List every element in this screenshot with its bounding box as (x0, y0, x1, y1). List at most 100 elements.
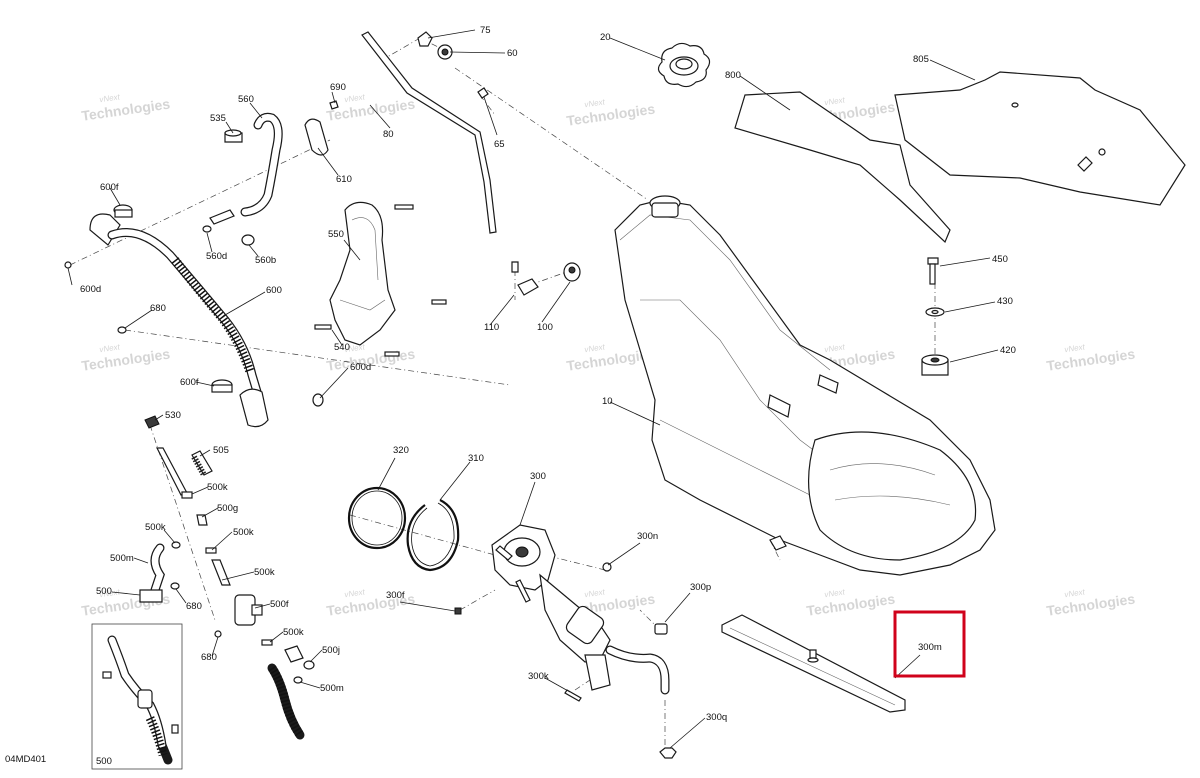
part-100-cap (563, 262, 581, 282)
svg-text:vNext: vNext (344, 342, 366, 354)
svg-text:Technologies: Technologies (805, 591, 896, 619)
callout-500m-a: 500m (110, 553, 134, 564)
svg-text:vNext: vNext (584, 342, 606, 354)
callout-805: 805 (913, 54, 929, 65)
callout-labels: 75 60 65 80 20 800 805 690 610 560 535 6… (5, 25, 1016, 767)
highlight-box (893, 610, 966, 678)
part-110-fitting (511, 261, 539, 296)
callout-600: 600 (266, 285, 282, 296)
part-530-fitting (144, 415, 160, 429)
callout-500j: 500j (322, 645, 340, 656)
part-65-clip (477, 87, 489, 99)
part-500-fuel-line (139, 447, 315, 740)
assembly-lines (69, 37, 936, 750)
part-420-bumper (921, 354, 949, 376)
part-610-clip (304, 118, 329, 156)
callout-690: 690 (330, 82, 346, 93)
callout-300f: 300f (386, 590, 405, 601)
callout-300m: 300m (918, 642, 942, 653)
part-10-fuel-tank (614, 195, 996, 576)
callout-680-b: 680 (186, 601, 202, 612)
svg-text:vNext: vNext (99, 587, 121, 599)
callout-600f: 600f (100, 182, 119, 193)
callout-500: 500 (96, 586, 112, 597)
callout-500g: 500g (217, 503, 238, 514)
callout-560: 560 (238, 94, 254, 105)
part-320-ring (347, 486, 407, 550)
callout-300n: 300n (637, 531, 658, 542)
watermark: vNext Technologies (1045, 587, 1136, 619)
callout-560d: 560d (206, 251, 227, 262)
callout-10: 10 (602, 396, 613, 407)
callout-500k-b: 500k (145, 522, 166, 533)
part-535-clamp (224, 129, 243, 143)
callout-450: 450 (992, 254, 1008, 265)
callout-80: 80 (383, 129, 394, 140)
leader-lines (67, 29, 999, 749)
svg-text:Technologies: Technologies (1045, 591, 1136, 619)
svg-text:Technologies: Technologies (80, 96, 171, 124)
part-75-clip (417, 31, 433, 47)
callout-600d-b: 600d (350, 362, 371, 373)
callout-680-c: 680 (201, 652, 217, 663)
callout-600d: 600d (80, 284, 101, 295)
part-60-grommet (437, 44, 453, 60)
callout-500k-e: 500k (283, 627, 304, 638)
part-300m-shield (721, 614, 906, 713)
part-805-pad (894, 71, 1186, 206)
callout-420: 420 (1000, 345, 1016, 356)
callout-500-inset: 500 (96, 756, 112, 767)
part-300n-grommet (602, 562, 612, 572)
part-550-bracket (314, 201, 447, 357)
callout-550: 550 (328, 229, 344, 240)
diagram-id: 04MD401 (5, 754, 46, 765)
callout-500k-c: 500k (233, 527, 254, 538)
callout-75: 75 (480, 25, 491, 36)
svg-text:Technologies: Technologies (1045, 346, 1136, 374)
part-300-fuel-pump (491, 524, 670, 695)
part-310-ring (406, 499, 460, 572)
callout-65: 65 (494, 139, 505, 150)
part-430-washer (925, 307, 945, 317)
part-300k-clip (564, 689, 582, 702)
part-600-hose (64, 204, 324, 428)
callout-680: 680 (150, 303, 166, 314)
callout-530: 530 (165, 410, 181, 421)
svg-text:vNext: vNext (1064, 587, 1086, 599)
callout-310: 310 (468, 453, 484, 464)
callout-535: 535 (210, 113, 226, 124)
callout-500m-b: 500m (320, 683, 344, 694)
callout-320: 320 (393, 445, 409, 456)
callout-505: 505 (213, 445, 229, 456)
svg-text:vNext: vNext (824, 587, 846, 599)
watermark: vNext Technologies (80, 342, 171, 373)
callout-610: 610 (336, 174, 352, 185)
part-505-sleeve (191, 450, 213, 477)
highlighted-callout[interactable]: 300m (893, 610, 966, 678)
callout-430: 430 (997, 296, 1013, 307)
part-300p-clamp (654, 623, 668, 635)
callout-300q: 300q (706, 712, 727, 723)
part-80-rod (361, 31, 497, 234)
callout-500k-d: 500k (254, 567, 275, 578)
part-300f-screw (454, 607, 462, 615)
callout-560b: 560b (255, 255, 276, 266)
svg-text:vNext: vNext (824, 342, 846, 354)
part-450-bolt (927, 257, 939, 285)
part-690-tab (329, 100, 339, 110)
watermark: vNext Technologies (805, 587, 896, 619)
part-800-pad (734, 91, 951, 244)
svg-text:vNext: vNext (584, 587, 606, 599)
callout-500k-a: 500k (207, 482, 228, 493)
svg-text:vNext: vNext (344, 587, 366, 599)
watermark: vNext Technologies (1045, 342, 1136, 374)
callout-300: 300 (530, 471, 546, 482)
part-300q-nut (659, 747, 677, 759)
callout-600f-b: 600f (180, 377, 199, 388)
part-560-hose (202, 112, 283, 246)
callout-800: 800 (725, 70, 741, 81)
callout-500f: 500f (270, 599, 289, 610)
svg-text:vNext: vNext (344, 92, 366, 104)
svg-text:Technologies: Technologies (325, 96, 416, 124)
